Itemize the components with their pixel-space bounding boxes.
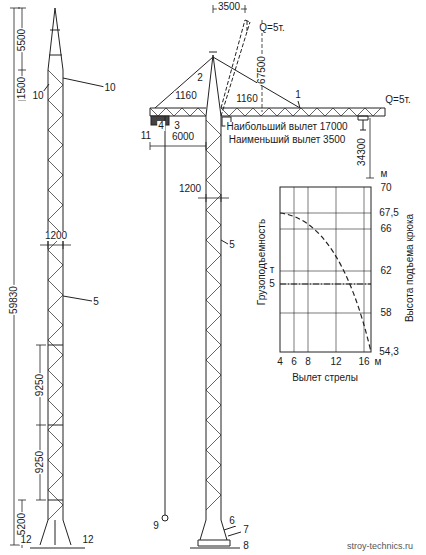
- cable: [165, 116, 166, 515]
- callout-label: 6: [290, 357, 298, 367]
- callout-label: 16: [357, 357, 370, 367]
- dimension-label: Грузоподъемность: [257, 218, 267, 306]
- callout-label: 7: [242, 525, 250, 535]
- grid-lines: [280, 187, 371, 352]
- callout-label: 8: [242, 541, 250, 551]
- dimension-label: 34300: [357, 137, 367, 167]
- dimension-label: Высота подъема крюка: [405, 213, 415, 323]
- jib-outline: [221, 108, 385, 116]
- callout-label: Вылет стрелы: [291, 373, 359, 383]
- callout-label: Наименьший вылет 3500: [228, 135, 347, 145]
- callout-label: 12: [19, 535, 32, 545]
- dimension-line: [18, 8, 26, 100]
- callout-label: 1: [294, 90, 302, 100]
- callout-label: м: [374, 357, 383, 367]
- callout-label: Наибольший вылет 17000: [225, 122, 348, 132]
- lattice-bracing: [48, 70, 381, 520]
- callout-label: 67,5: [378, 208, 399, 218]
- counter-jib-outline: [150, 108, 206, 116]
- callout-label: 10: [31, 91, 44, 101]
- dimension-label: 9250: [35, 373, 45, 397]
- dimension-line: [198, 194, 229, 202]
- dimension-lines: [10, 5, 374, 548]
- callout-label: 3500: [217, 2, 241, 12]
- lattice-bracing: [48, 70, 63, 520]
- callout-label: 5: [228, 240, 236, 250]
- dimension-line: [150, 142, 206, 150]
- hook-height-curve: [280, 213, 371, 352]
- callout-label: 70: [379, 183, 392, 193]
- chart-frame: [280, 187, 371, 352]
- leader-line: [221, 101, 300, 536]
- dimension-label: 9250: [35, 450, 45, 474]
- callout-label: 11: [140, 131, 152, 141]
- trolley-hook: [358, 116, 368, 130]
- callout-label: Q=5т.: [384, 95, 411, 105]
- callout-label: 12: [81, 535, 94, 545]
- callout-label: 58: [379, 308, 392, 318]
- capacity-line: [280, 283, 371, 284]
- lattice-bracing: [206, 120, 221, 510]
- tower-outline: [48, 8, 63, 520]
- callout-label: stroy-technics.ru: [346, 542, 414, 551]
- callout-label: Q=5т.: [258, 23, 285, 33]
- load-chart: [280, 187, 371, 352]
- dimension-line: [36, 345, 46, 500]
- callout-label: м: [380, 169, 389, 179]
- dimension-label: 5500: [17, 28, 27, 52]
- leader-line: [43, 78, 105, 301]
- callout-label: 4: [276, 357, 284, 367]
- callout-label: 62: [379, 266, 392, 276]
- callout-label: 4: [157, 121, 165, 131]
- callout-label: 5: [92, 297, 100, 307]
- dimension-label: 59830: [9, 285, 19, 315]
- callout-label: 8: [304, 357, 312, 367]
- callout-label: т: [269, 265, 276, 275]
- callout-label: 1160: [235, 94, 259, 104]
- lattice-bracing: [221, 108, 381, 116]
- callout-label: 54,3: [378, 347, 399, 357]
- dimension-label: 67500: [257, 55, 267, 85]
- callout-label: 5: [268, 279, 276, 289]
- front-view-crane: [150, 20, 385, 548]
- callout-label: 66: [379, 224, 392, 234]
- dimension-line: [366, 118, 374, 178]
- callout-label: 6: [228, 516, 236, 526]
- tower-base: [30, 520, 85, 548]
- lattice-bracing: [150, 108, 206, 116]
- callout-label: 9: [152, 521, 160, 531]
- callout-label: 1200: [178, 184, 202, 194]
- tower-outline: [206, 52, 221, 520]
- dimension-label: 5200: [17, 512, 27, 536]
- cable-weight: [162, 515, 168, 521]
- side-view-crane: [30, 8, 105, 548]
- callout-label: 12: [329, 357, 342, 367]
- callout-label: 3: [173, 121, 181, 131]
- dimension-label: 1500: [17, 76, 27, 100]
- callout-label: 6000: [171, 132, 195, 142]
- callout-label: 1200: [44, 231, 68, 241]
- callout-label: 10: [103, 83, 116, 93]
- callout-label: 2: [196, 73, 204, 83]
- callout-label: 1160: [174, 91, 198, 101]
